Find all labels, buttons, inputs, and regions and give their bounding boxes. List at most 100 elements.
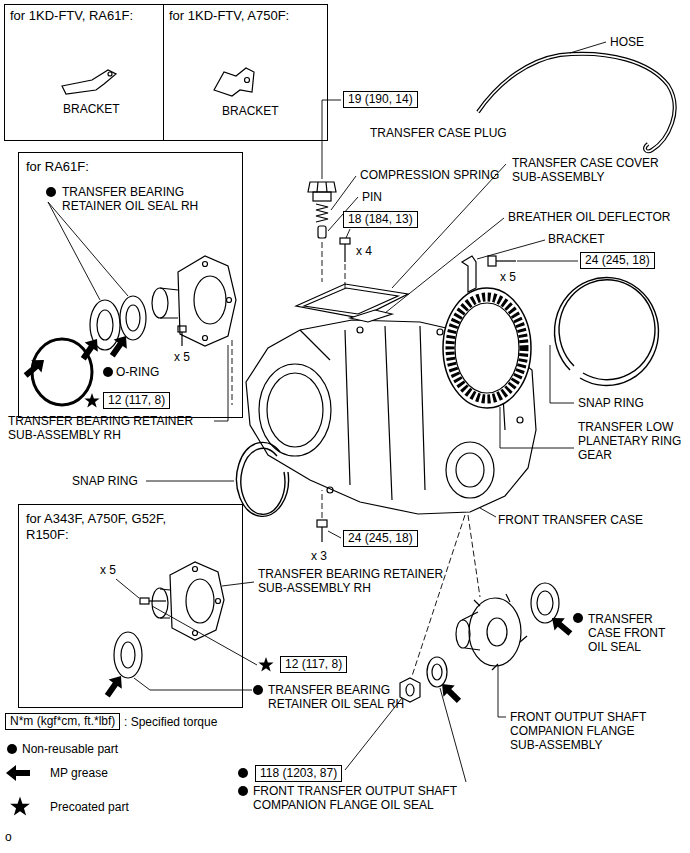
precoated-star [84,393,99,407]
oil-seal [427,657,447,687]
oil-seal [120,296,146,340]
torque-box: 12 (117, 8) [103,392,170,409]
compression-spring [316,204,328,222]
torque-value: 12 (117, 8) [108,393,165,408]
variant-box: for 1KD-FTV, RA61F:BRACKET [4,4,164,141]
mp-grease-arrow [20,354,49,382]
non-reusable-dot [238,768,248,778]
variant-heading: for RA61F: [26,159,89,175]
transfer-case-plug [317,182,327,192]
precoated-star [258,657,273,671]
dashed-guide [232,242,480,676]
oil-deflector [350,310,392,322]
bearing-retainer [152,288,168,318]
leader-line [134,678,252,690]
transfer-case-plug [308,182,336,192]
dashed-guide [322,242,323,282]
torque-box: 12 (117, 8) [280,656,347,673]
front-transfer-case [327,487,333,493]
snap-ring [237,442,289,516]
bolt [140,598,149,604]
legend-text: : Specified torque [124,715,217,729]
companion-flange [487,618,507,646]
part-name: FRONT TRANSFER OUTPUT SHAFT COMPANION FL… [253,784,468,812]
dashed-guide [345,264,346,290]
torque-value: 12 (117, 8) [285,657,342,672]
quantity: x 5 [100,563,116,577]
snap-ring [559,280,655,380]
part-name: O-RING [116,365,159,379]
non-reusable-dot [573,613,583,623]
leader-line [116,579,139,598]
part-name: TRANSFER BEARING RETAINER OIL SEAL RH [268,683,428,711]
companion-flange [456,594,527,670]
legend-text: Precoated part [50,800,129,814]
part-name: HOSE [610,35,644,49]
oil-seal [537,591,553,615]
oil-seal [432,664,442,680]
dashed-guide [232,340,233,405]
front-transfer-case [517,417,523,423]
ring-gear [443,288,531,408]
hose [478,54,675,151]
mp-grease-arrow [436,678,464,706]
part-name: BRACKET [63,102,120,116]
bracket-illustration [62,70,116,94]
quantity: x 5 [174,350,190,364]
non-reusable-dot [253,685,263,695]
variant-heading: for 1KD-FTV, A750F: [169,8,289,24]
leader-line [222,582,254,586]
torque-value: 24 (245, 18) [585,253,650,268]
leader-line [322,100,341,179]
bracket-illustration [214,68,254,96]
variant-box: for A343F, A750F, G52F, R150F: [18,504,243,708]
leader-line [570,42,606,53]
variant-heading: for A343F, A750F, G52F, R150F: [26,511,201,543]
leader-line [517,261,578,262]
bearing-retainer [152,256,236,640]
part-name: BRACKET [222,104,279,118]
front-transfer-case [259,364,331,456]
oil-seal [90,296,559,687]
legend-text: MP grease [50,766,108,780]
front-transfer-case [267,373,323,447]
bolt [321,527,322,542]
leader-line [48,42,606,782]
transfer-case-plug [308,182,336,201]
lock-nut [406,684,414,696]
ring-gear [455,303,519,393]
front-transfer-case [357,327,363,333]
ring-gear [450,297,524,399]
case-cover [296,284,408,318]
compression-spring [316,204,328,222]
part-name: SNAP RING [578,396,644,410]
hose [478,54,675,151]
torque-value: N*m (kgf*cm, ft.*lbf) [10,714,115,729]
part-name: TRANSFER CASE COVER SUB-ASSEMBLY [512,156,682,184]
bearing-retainer [194,276,226,324]
bearing-retainer [216,599,221,604]
oil-seal [126,305,140,331]
torque-value: 18 (184, 13) [348,212,413,227]
part-name: SNAP RING [72,474,138,488]
leader-line [214,345,228,421]
mp-grease-arrow [77,334,104,363]
bolt [140,238,516,604]
dashed-guide [322,490,323,518]
quantity: x 5 [500,270,516,284]
drawing [32,42,675,782]
bolt [496,260,516,261]
bearing-retainer [186,579,214,623]
part-name: TRANSFER BEARING RETAINER SUB-ASSEMBLY R… [8,414,208,442]
bearing-retainer [203,336,208,341]
mp-grease-arrow [106,331,133,360]
non-reusable-dot [7,187,583,796]
part-name: TRANSFER BEARING RETAINER OIL SEAL RH [62,185,222,213]
oil-seal [121,642,135,668]
non-reusable-dot [238,786,248,796]
front-transfer-case [456,453,484,487]
leader-line [48,202,128,296]
ring-gear [443,288,531,408]
mp-grease-arrow [101,671,128,700]
snap-ring [241,448,285,514]
